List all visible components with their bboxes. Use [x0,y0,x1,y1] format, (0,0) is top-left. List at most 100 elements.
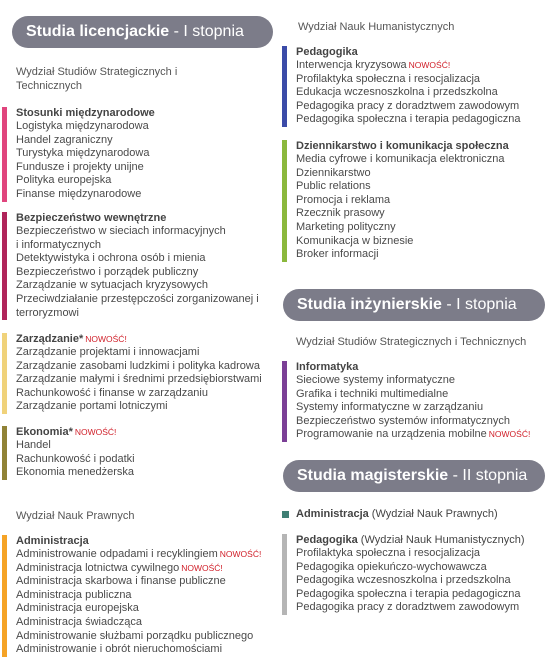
list-item: Administracja skarbowa i finanse publicz… [16,575,226,588]
new-badge: NOWOŚĆ! [74,427,117,437]
master-administration: Administracja (Wydział Nauk Prawnych) [282,508,558,521]
master-pedagogy: Pedagogika (Wydział Nauk Humanistycznych… [282,534,558,615]
master-degree: - II stopnia [448,467,528,484]
list-item: Broker informacji [296,248,379,261]
engineering-banner: Studia inżynierskie - I stopnia [283,289,545,321]
group-title: Dziennikarstwo i komunikacja społeczna [296,140,509,152]
bachelor-title: Studia licencjackie [26,23,170,40]
list-item: Rachunkowość i podatki [16,452,135,465]
master-title: Studia magisterskie [297,467,449,484]
list-item: Rzecznik prasowy [296,207,385,220]
list-item: Przeciwdziałanie przestępczości zorganiz… [16,292,259,319]
list-item: Logistyka międzynarodowa [16,120,149,132]
list-item: Pedagogika opiekuńczo-wychowawcza [296,560,487,573]
list-item: Edukacja wczesnoszkolna i przedszkolna [296,86,498,99]
bachelor-banner: Studia licencjackie - I stopnia [12,16,273,48]
group-title: Stosunki międzynarodowe [16,107,155,119]
list-item: Media cyfrowe i komunikacja elektroniczn… [296,153,505,165]
group-title: Administracja (Wydział Nauk Prawnych) [296,508,558,521]
list-item: Sieciowe systemy informatyczne [296,374,455,386]
list-item-text: Administracja lotnictwa cywilnego [16,561,180,574]
group-management: Zarządzanie*NOWOŚĆ! Zarządzanie projekta… [2,333,282,414]
group-color-bar [2,333,7,414]
list-item: Ekonomia menedżerska [16,466,135,479]
group-title: Pedagogika [296,46,358,58]
list-item-text: Interwencja kryzysowa [296,59,407,71]
list-item: Pedagogika pracy z doradztwem zawodowym [296,601,520,614]
group-color-bar [2,107,7,202]
group-title: Administracja [16,535,89,547]
list-item: Handel zagraniczny [16,133,113,146]
new-badge: NOWOŚĆ! [85,334,127,344]
group-internal-security: Bezpieczeństwo wewnętrzne Bezpieczeństwo… [2,212,277,321]
list-item: Administrowanie służbami porządku public… [16,629,254,642]
list-item-text: Programowanie na urządzenia mobilne [296,428,487,441]
list-item: Zarządzanie zasobami ludzkimi i polityka… [16,359,260,372]
faculty-humanities: Wydział Nauk Humanistycznych [298,21,455,33]
group-title: Bezpieczeństwo wewnętrzne [16,212,167,224]
list-item: Administrowanie i obrót nieruchomościami [16,643,223,656]
list-item: Dziennikarstwo [296,166,371,179]
list-item: Finanse międzynarodowe [16,187,142,200]
list-item: Administracja europejska [16,602,139,615]
group-color-bar [2,426,7,480]
list-item: Promocja i reklama [296,193,391,206]
group-title: Informatyka [296,361,359,373]
list-item: Zarządzanie małymi i średnimi przedsiębi… [16,373,262,386]
group-color-bar [282,534,287,615]
list-item: Systemy informatyczne w zarządzaniu [296,401,484,414]
group-color-bar [2,212,7,321]
group-title: Ekonomia*NOWOŚĆ! [16,426,282,439]
list-item-text: Administrowanie odpadami i recyklingiem [16,548,218,560]
list-item: Grafika i techniki multimedialne [296,387,449,400]
group-informatics: Informatyka Sieciowe systemy informatycz… [282,361,558,442]
list-item: Public relations [296,180,371,193]
list-item: Pedagogika pracy z doradztwem zawodowym [296,99,520,112]
engineering-title: Studia inżynierskie [297,296,442,313]
new-badge: NOWOŚĆ! [408,60,451,70]
list-item: Bezpieczeństwo systemów informatycznych [296,414,510,427]
group-title-text: Ekonomia* [16,426,73,438]
group-color-bar [2,535,7,657]
group-color-bar [282,361,287,442]
group-economics: Ekonomia*NOWOŚĆ! Handel Rachunkowość i p… [2,426,282,480]
square-marker [282,511,289,518]
list-item: Pedagogika społeczna i terapia pedagogic… [296,113,521,126]
faculty-strategic: Wydział Studiów Strategicznych i Technic… [16,66,178,92]
list-item: Polityka europejska [16,174,112,187]
new-badge: NOWOŚĆ! [181,562,223,573]
group-faculty: (Wydział Nauk Prawnych) [368,508,498,520]
list-item: Zarządzanie portami lotniczymi [16,400,168,413]
list-item: Bezpieczeństwo i porządek publiczny [16,265,199,278]
group-title: Zarządzanie*NOWOŚĆ! [16,333,282,346]
group-title-text: Zarządzanie* [16,333,84,345]
list-item: Marketing polityczny [296,220,396,233]
list-item: Pedagogika wczesnoszkolna i przedszkolna [296,574,511,587]
group-title-text: Administracja [296,508,369,520]
list-item: Zarządzanie projektami i innowacjami [16,346,200,358]
group-faculty: (Wydział Nauk Humanistycznych) [357,534,525,546]
group-color-bar [282,46,287,127]
group-international-relations: Stosunki międzynarodowe Logistyka między… [2,107,282,202]
group-title-text: Pedagogika [296,534,358,546]
master-banner: Studia magisterskie - II stopnia [283,460,545,492]
faculty-strategic-eng: Wydział Studiów Strategicznych i Technic… [296,336,527,348]
engineering-degree: - I stopnia [441,296,517,313]
list-item: Administracja świadcząca [16,615,142,628]
list-item: Profilaktyka społeczna i resocjalizacja [296,547,481,559]
group-title: Pedagogika (Wydział Nauk Humanistycznych… [296,534,558,547]
group-administration: Administracja Administrowanie odpadami i… [2,535,282,657]
list-item: Komunikacja w biznesie [296,234,414,247]
list-item: Handel [16,439,51,451]
list-item: Administracja publiczna [16,588,132,601]
new-badge: NOWOŚĆ! [488,429,531,440]
list-item: Rachunkowość i finanse w zarządzaniu [16,386,208,399]
bachelor-degree: - I stopnia [169,23,244,40]
list-item: Detektywistyka i ochrona osób i mienia [16,252,206,265]
list-item: Bezpieczeństwo w sieciach informacyjnych… [16,225,226,251]
